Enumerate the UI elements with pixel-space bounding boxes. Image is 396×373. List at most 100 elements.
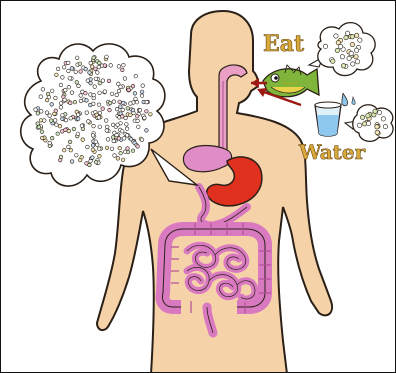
particle-dot (331, 59, 335, 63)
particle-dot (78, 62, 82, 66)
particle-dot (79, 99, 83, 103)
particle-dot (64, 88, 68, 92)
particle-dot (366, 114, 370, 118)
particle-dot (121, 115, 125, 119)
eat-label: Eat (263, 31, 305, 57)
particle-dot (134, 97, 138, 101)
particle-dot (84, 91, 88, 95)
particle-dot (111, 136, 115, 140)
particle-dot (97, 65, 101, 69)
particle-dot (74, 70, 78, 74)
particle-dot (92, 124, 96, 128)
particle-dot (131, 149, 135, 153)
particle-dot (87, 120, 91, 124)
particle-dot (341, 64, 345, 68)
particle-dot (45, 111, 49, 115)
particle-dot (140, 90, 144, 94)
particle-dot (335, 48, 339, 52)
particle-dot (105, 129, 109, 133)
particle-dot (67, 85, 71, 89)
particle-dot (67, 145, 71, 149)
particle-dot (366, 121, 370, 125)
particle-dot (72, 127, 76, 131)
particle-dot (110, 92, 114, 96)
particle-dot (103, 90, 107, 94)
particle-dot (36, 112, 40, 116)
particle-dot (60, 130, 64, 134)
particle-dot (140, 94, 144, 98)
particle-dot (104, 119, 108, 123)
particle-dot (149, 113, 153, 117)
particle-dot (75, 154, 79, 158)
particle-dot (69, 117, 73, 121)
particle-dot (76, 132, 80, 136)
particle-dot (98, 61, 102, 65)
particle-dot (59, 106, 63, 110)
particle-dot (98, 81, 102, 85)
particle-dot (93, 85, 97, 89)
particle-dot (116, 157, 120, 161)
particle-dot (58, 124, 62, 128)
particle-dot (120, 130, 124, 134)
particle-dot (75, 81, 79, 85)
particle-dot (108, 108, 112, 112)
particle-dot (108, 101, 112, 105)
particle-dot (355, 33, 359, 37)
particle-dot (345, 31, 349, 35)
particle-dot (323, 44, 327, 48)
water-drop-icon (342, 93, 355, 106)
particle-dot (122, 63, 126, 67)
particle-dot (90, 65, 94, 69)
particle-dot (375, 130, 379, 134)
particle-dot (109, 64, 113, 68)
particle-dot (351, 62, 355, 66)
particle-dot (48, 141, 52, 145)
particle-dot (97, 147, 101, 151)
particle-dot (64, 118, 68, 122)
particle-dot (349, 51, 353, 55)
particle-dot (373, 109, 377, 113)
particle-dot (50, 136, 54, 140)
particle-dot (69, 148, 73, 152)
particle-dot (50, 103, 54, 107)
particle-dot (80, 155, 84, 159)
food-particles-bubble-icon (309, 23, 375, 76)
particle-dot (106, 138, 110, 142)
particle-dot (117, 89, 121, 93)
water-glass-icon (315, 102, 341, 136)
fish-icon (263, 65, 319, 97)
particle-dot (50, 89, 54, 93)
particle-dot (79, 94, 83, 98)
particle-dot (40, 136, 44, 140)
particle-dot (118, 100, 122, 104)
particle-dot (127, 88, 131, 92)
particle-dot (37, 125, 41, 129)
particle-dot (340, 55, 344, 59)
particle-dot (94, 160, 98, 164)
particle-dot (354, 55, 358, 59)
particle-dot (125, 123, 129, 127)
particle-dot (119, 85, 123, 89)
particle-dot (112, 100, 116, 104)
particle-dot (121, 158, 125, 162)
particle-dot (358, 38, 362, 42)
particle-dot (56, 67, 60, 71)
particle-dot (45, 98, 49, 102)
particle-dot (101, 79, 105, 83)
particle-dot (123, 150, 127, 154)
particle-dot (68, 77, 72, 81)
particle-dot (117, 65, 121, 69)
particle-dot (94, 67, 98, 71)
particle-dot (61, 114, 65, 118)
particle-dot (135, 114, 139, 118)
particle-dot (338, 44, 342, 48)
particle-dot (110, 147, 114, 151)
particle-dot (48, 114, 52, 118)
particle-dot (122, 101, 126, 105)
particle-dot (119, 151, 123, 155)
particle-dot (383, 124, 387, 128)
particle-dot (91, 144, 95, 148)
particle-dot (115, 93, 119, 97)
particle-dot (91, 148, 95, 152)
particle-dot (36, 122, 40, 126)
